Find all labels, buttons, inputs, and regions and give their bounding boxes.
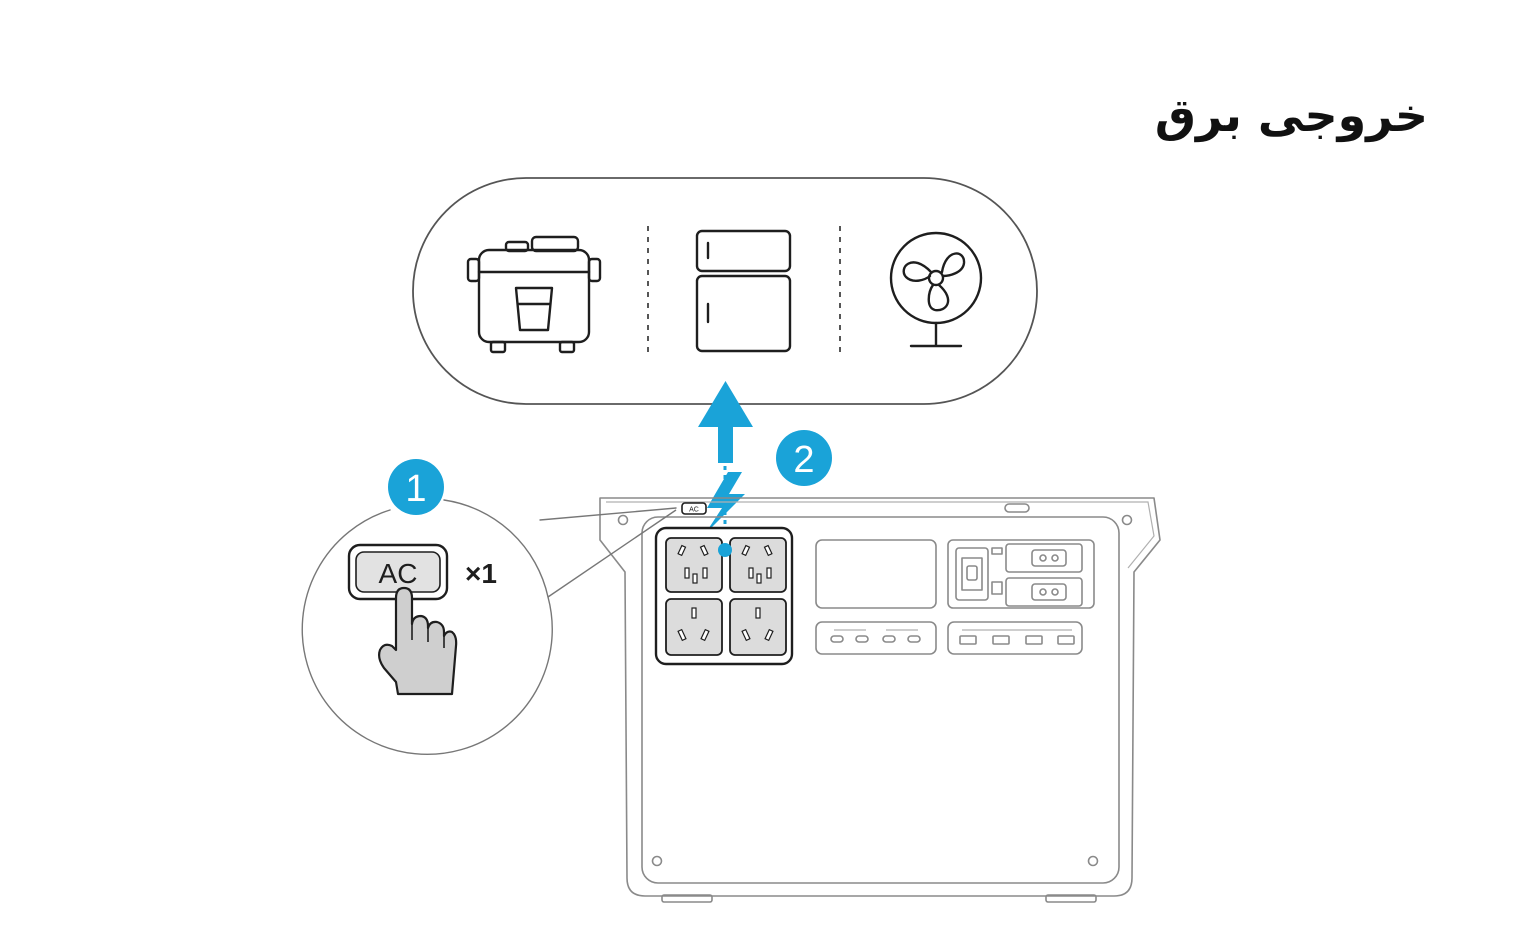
appliances-panel — [412, 177, 1038, 405]
press-count: ×1 — [465, 558, 497, 589]
ac-button-label: AC — [379, 558, 418, 589]
rice-cooker-icon — [466, 235, 602, 354]
ac-outlet-panel — [654, 526, 794, 666]
fan-icon — [889, 231, 983, 348]
step-2-number: 2 — [793, 439, 814, 481]
ac-outlet[interactable] — [665, 598, 723, 656]
step-1-badge: 1 — [388, 459, 444, 515]
hand-press-icon — [378, 586, 458, 696]
device-ac-button[interactable]: AC — [681, 502, 707, 515]
power-station: AC — [599, 497, 1161, 903]
usb-a-ports — [947, 621, 1083, 655]
display-screen — [815, 539, 937, 609]
step-1-number: 1 — [405, 468, 426, 510]
output-arrow — [698, 381, 753, 463]
usb-c-ports — [815, 621, 937, 655]
ac-button-callout: AC ×1 — [301, 499, 677, 755]
ac-button[interactable]: AC — [347, 543, 449, 601]
device-ac-label: AC — [689, 507, 699, 514]
ac-outlet[interactable] — [665, 537, 723, 593]
ac-outlet[interactable] — [729, 537, 787, 593]
refrigerator-icon — [695, 229, 792, 353]
input-ports — [947, 539, 1095, 609]
page-title: خروجی برق — [1154, 88, 1428, 142]
step-2-badge: 2 — [776, 430, 832, 486]
ac-outlet[interactable] — [729, 598, 787, 656]
